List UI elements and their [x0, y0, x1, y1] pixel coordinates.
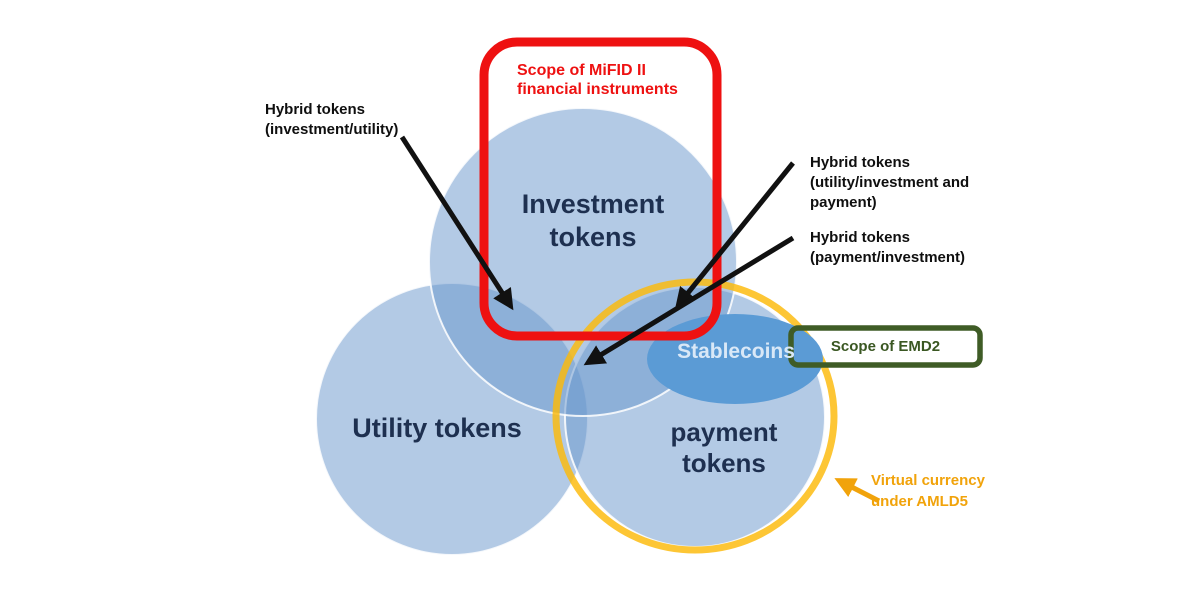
utility-tokens-label: Utility tokens	[352, 413, 522, 443]
arrow-virtual-currency-ring	[834, 478, 881, 504]
emd2-scope-rect	[788, 325, 983, 368]
hybrid-utility-investment-payment-label: Hybrid tokens (utility/investment and pa…	[810, 154, 970, 211]
arrow-hybrid-utility-investment-payment	[675, 161, 795, 309]
stablecoins-label: Stablecoins	[677, 340, 795, 363]
mifid-scope-label: Scope of MiFID II financial instruments	[517, 62, 678, 98]
mifid-scope-rect	[479, 37, 722, 341]
arrow-hybrid-payment-investment	[583, 235, 795, 366]
arrow-hybrid-investment-utility	[399, 135, 514, 311]
payment-tokens-label: payment tokens	[670, 417, 778, 478]
hybrid-payment-investment-label: Hybrid tokens (payment/investment)	[810, 229, 966, 266]
amld5-virtual-currency-label: Virtual currency under AMLD5	[871, 472, 985, 510]
hybrid-investment-utility-label: Hybrid tokens (investment/utility)	[265, 101, 399, 138]
emd2-scope-label: Scope of EMD2	[830, 338, 941, 355]
investment-tokens-label: Investment tokens	[521, 189, 665, 252]
